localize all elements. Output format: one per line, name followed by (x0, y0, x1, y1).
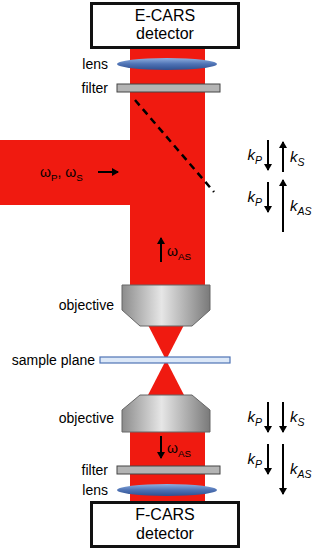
objective-symbol (122, 285, 210, 326)
wavevector-arrows (268, 140, 283, 232)
laser-beam (0, 46, 205, 506)
filter-symbol (117, 84, 220, 92)
sample-plane (100, 357, 230, 363)
detector-label: F-CARS detector (115, 506, 215, 543)
lens-symbol (117, 484, 217, 496)
part-label: objective (59, 297, 114, 313)
detector-box: E-CARS detector (90, 2, 240, 49)
wavevector-label: kAS (290, 197, 312, 214)
part-label: sample plane (12, 352, 95, 368)
beam-label: ωAS (167, 440, 191, 456)
beam-label: ωP, ωS (40, 164, 83, 180)
filter-symbol (117, 466, 220, 474)
wavevector-label: kP (247, 188, 262, 205)
beam-arrow (98, 171, 118, 173)
lens-symbol (117, 58, 217, 70)
part-label: filter (82, 80, 108, 96)
part-label: objective (59, 410, 114, 426)
beamsplitter (135, 100, 214, 192)
part-label: filter (82, 462, 108, 478)
part-label: lens (82, 56, 108, 72)
wavevector-label: kP (247, 146, 262, 163)
beam-arrow (160, 238, 162, 262)
wavevector-label: kS (290, 148, 305, 165)
beam-label: ωAS (167, 243, 191, 259)
detector-box: F-CARS detector (90, 501, 240, 548)
wavevector-label: kP (247, 408, 262, 425)
beam-arrow (160, 436, 162, 458)
wavevector-label: kP (247, 450, 262, 467)
wavevector-label: kAS (290, 460, 312, 477)
part-label: lens (82, 482, 108, 498)
wavevector-arrows (268, 402, 283, 494)
objective-symbol (122, 395, 210, 432)
detector-label: E-CARS detector (115, 7, 215, 44)
wavevector-label: kS (290, 408, 305, 425)
